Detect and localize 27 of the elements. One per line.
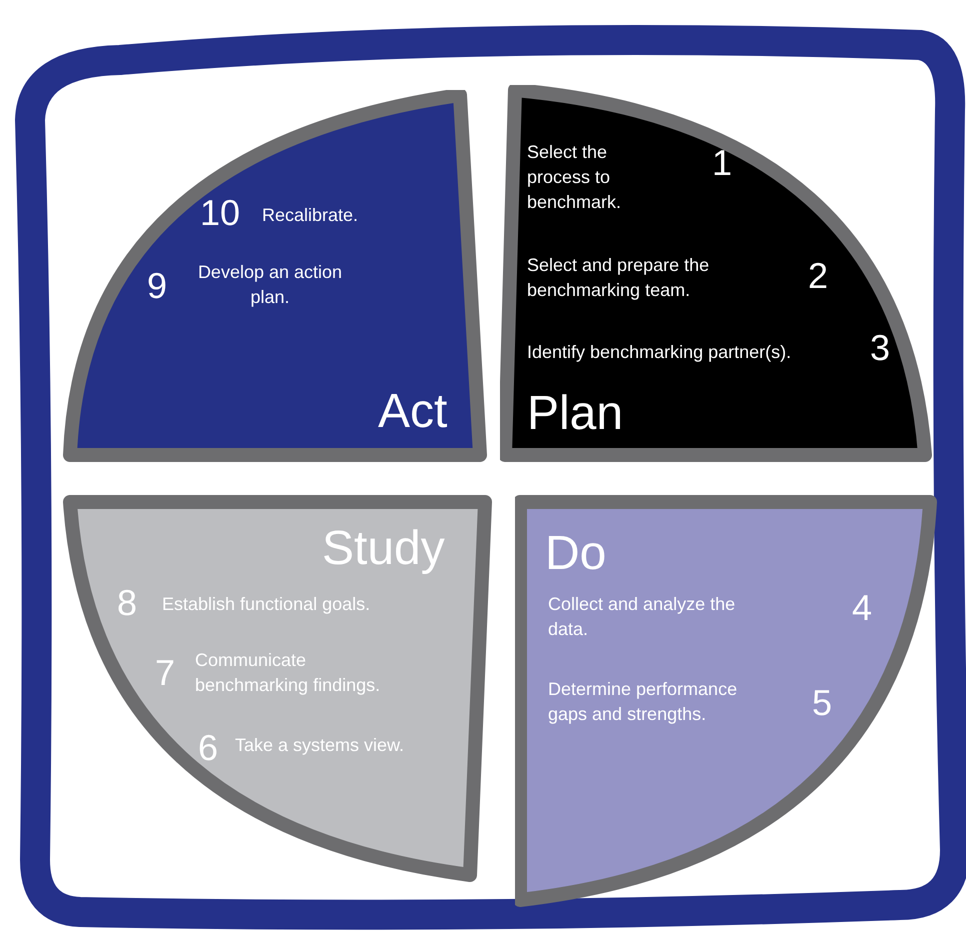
- section-heading: Act: [378, 388, 448, 436]
- step-number: 4: [852, 590, 872, 626]
- step-text: Recalibrate.: [262, 204, 358, 227]
- step-text: Communicate benchmarking findings.: [195, 649, 382, 698]
- step-number: 9: [147, 268, 168, 304]
- step-text: Determine performance gaps and strengths.: [548, 678, 738, 726]
- step-text: Select and prepare the benchmarking team.: [527, 254, 710, 302]
- step-number: 5: [812, 685, 832, 721]
- section-heading: Plan: [527, 390, 624, 438]
- step-number: 1: [712, 145, 732, 181]
- quadrant-panel: [500, 85, 935, 465]
- step-text: Take a systems view.: [235, 734, 404, 757]
- step-text: Develop an action plan.: [196, 261, 344, 310]
- section-heading: Study: [322, 525, 445, 573]
- step-number: 8: [117, 585, 138, 621]
- step-text: Establish functional goals.: [162, 593, 370, 616]
- step-text: Select the process to benchmark.: [527, 141, 622, 214]
- step-number: 10: [200, 195, 240, 231]
- section-heading: Do: [545, 530, 606, 578]
- step-text: Collect and analyze the data.: [548, 593, 736, 642]
- step-number: 2: [808, 258, 828, 294]
- step-number: 3: [870, 330, 890, 366]
- step-number: 6: [198, 730, 218, 766]
- quadrant-panel: [62, 495, 492, 885]
- step-number: 7: [155, 655, 176, 691]
- step-text: Identify benchmarking partner(s).: [527, 341, 792, 364]
- quadrant-panel: [515, 495, 940, 910]
